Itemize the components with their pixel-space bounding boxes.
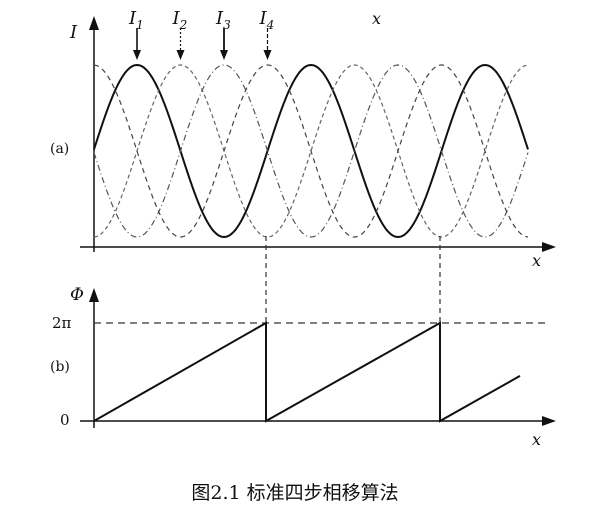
wrapped-phase-sawtooth — [93, 321, 521, 423]
wave-label-4: I4 — [259, 8, 275, 32]
panel-a-x-arrow — [542, 242, 556, 252]
panel-b-tag: (b) — [50, 359, 70, 375]
wave-i3 — [93, 64, 529, 238]
jump-guides — [265, 236, 441, 424]
sawtooth-path — [93, 321, 521, 423]
wave-arrowhead-2 — [176, 50, 185, 60]
tick-2pi: 2π — [52, 314, 72, 332]
panel-b-x-label: x — [532, 430, 541, 449]
wave-i1 — [93, 63, 529, 239]
tick-zero: 0 — [60, 411, 70, 429]
wave-i4 — [93, 64, 529, 238]
wave-arrowhead-3 — [220, 50, 228, 60]
wave-label-1: I1 — [128, 8, 144, 32]
panel-b-y-arrow — [89, 288, 99, 302]
panel-a-y-arrow — [89, 16, 99, 30]
panel-b-x-arrow — [542, 416, 556, 426]
panel-b-axes — [80, 288, 556, 428]
figure-caption: 图2.1 标准四步相移算法 — [191, 482, 399, 504]
intensity-waves — [93, 63, 529, 239]
panel-a-y-label: I — [69, 22, 78, 43]
wave-labels: I1 I2 I3 I4 — [128, 8, 274, 60]
wave-i2 — [93, 64, 529, 238]
phase-shift-figure: x I x (a) I1 I2 I3 I4 Φ x (b) 2π 0 — [50, 8, 556, 449]
panel-b-y-label: Φ — [70, 285, 84, 305]
panel-a-tag: (a) — [50, 141, 69, 157]
wave-arrowhead-4 — [263, 50, 272, 60]
top-x-label: x — [372, 9, 381, 28]
wave-label-3: I3 — [215, 8, 231, 32]
panel-a-axes — [80, 16, 556, 252]
panel-a-x-label: x — [532, 251, 541, 270]
wave-label-2: I2 — [172, 8, 188, 32]
wave-arrowhead-1 — [133, 50, 141, 60]
